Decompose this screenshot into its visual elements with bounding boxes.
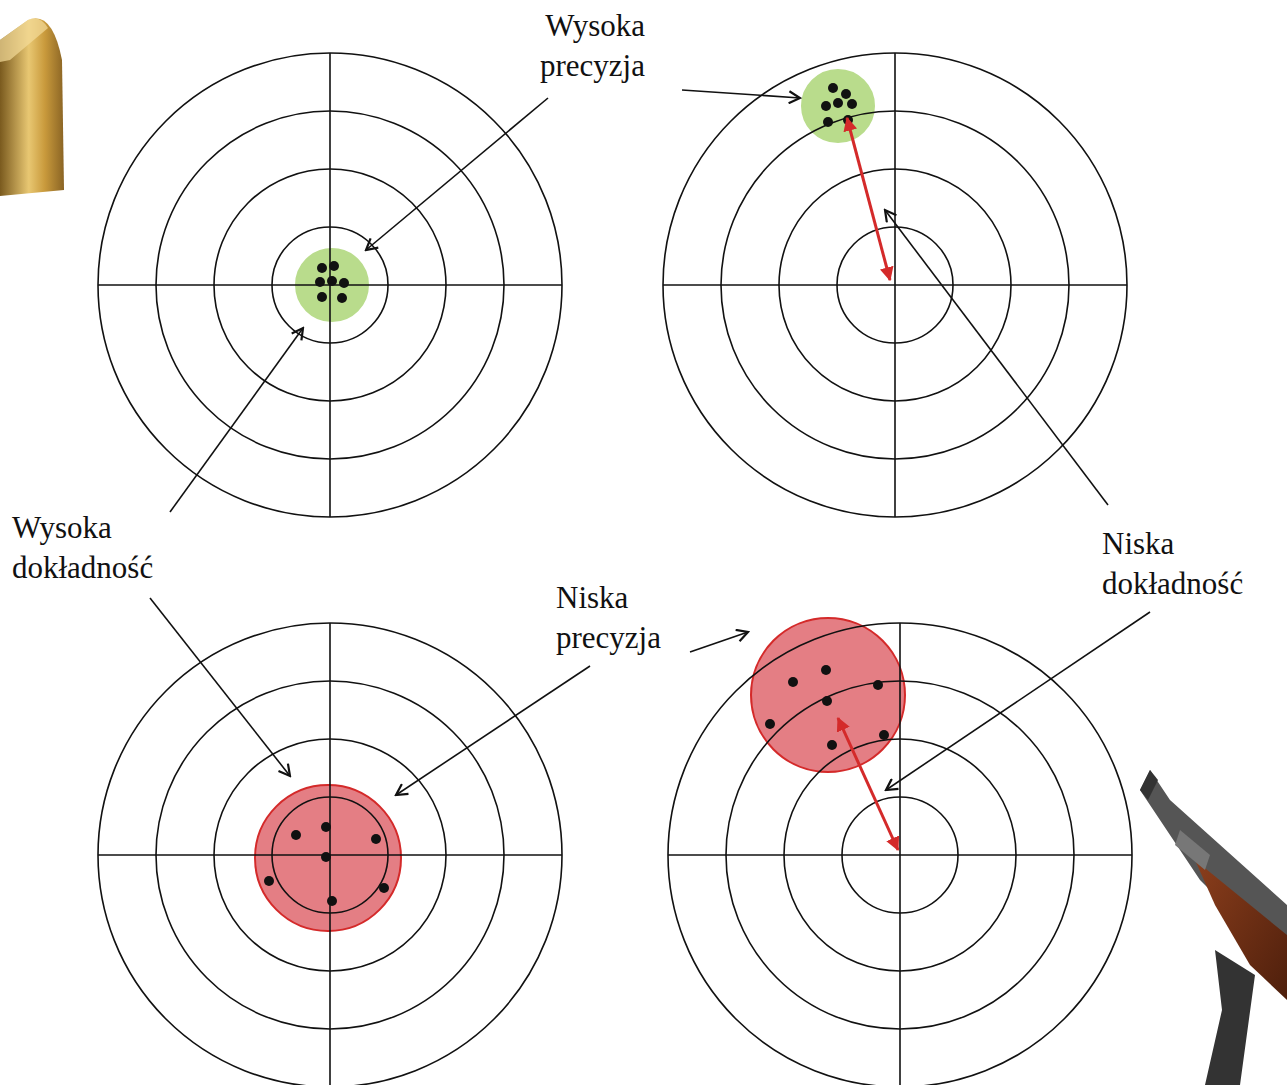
leader-line xyxy=(682,90,800,98)
bullet-hole xyxy=(327,276,337,286)
target xyxy=(98,53,562,517)
bullet-hole xyxy=(321,822,331,832)
bullet-hole xyxy=(371,834,381,844)
target-ring xyxy=(663,53,1127,517)
bullet-hole xyxy=(823,117,833,127)
leader-line xyxy=(690,632,748,652)
bullet-hole xyxy=(379,883,389,893)
bullet-hole xyxy=(291,830,301,840)
bullet-hole xyxy=(833,98,843,108)
leader-line xyxy=(396,666,590,795)
leader-line xyxy=(885,210,1108,505)
spread-area xyxy=(255,785,401,931)
callout-label: Wysoka dokładność xyxy=(12,508,153,589)
leader-line xyxy=(886,612,1150,790)
bullet-hole xyxy=(879,730,889,740)
bullet-hole xyxy=(315,277,325,287)
callout-label: Wysoka precyzja xyxy=(540,6,645,87)
bullet-hole xyxy=(873,680,883,690)
bullet-hole xyxy=(264,876,274,886)
bullet-hole xyxy=(765,719,775,729)
offset-arrow xyxy=(838,718,898,850)
leader-line xyxy=(366,98,548,250)
spread-area xyxy=(751,618,905,772)
bullet-hole xyxy=(321,852,331,862)
bullet-picture xyxy=(0,18,64,196)
bullet-hole xyxy=(317,292,327,302)
bullet-hole xyxy=(788,677,798,687)
bullet-hole xyxy=(337,293,347,303)
bullet-hole xyxy=(317,263,327,273)
target-ring xyxy=(668,623,1132,1085)
bullet-hole xyxy=(828,83,838,93)
bullet-hole xyxy=(827,740,837,750)
callout-label: Niska dokładność xyxy=(1102,524,1243,605)
offset-arrow xyxy=(847,118,890,280)
target-ring xyxy=(98,623,562,1085)
bullet-hole xyxy=(841,89,851,99)
bullet-hole xyxy=(821,101,831,111)
bullet-hole xyxy=(847,99,857,109)
bullet-hole xyxy=(821,665,831,675)
target xyxy=(668,618,1132,1085)
bullet-hole xyxy=(822,696,832,706)
bullet-hole xyxy=(327,896,337,906)
rifle-picture xyxy=(1140,770,1287,1085)
target xyxy=(663,53,1127,517)
target xyxy=(98,623,562,1085)
target-ring xyxy=(98,53,562,517)
crosshair xyxy=(894,53,896,517)
leader-line xyxy=(170,328,303,512)
crosshair xyxy=(899,623,901,1085)
bullet-hole xyxy=(339,278,349,288)
leader-line xyxy=(150,598,290,776)
bullet-hole xyxy=(329,261,339,271)
callout-label: Niska precyzja xyxy=(556,578,661,659)
